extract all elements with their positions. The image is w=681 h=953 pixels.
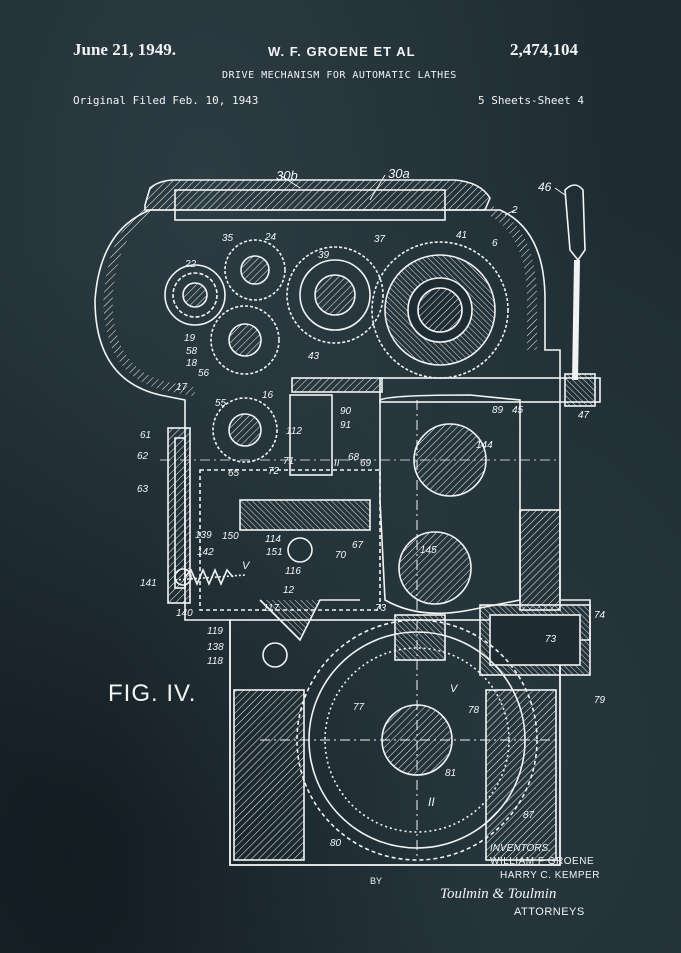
label-22: 22	[185, 259, 197, 270]
gear-55	[212, 397, 278, 463]
inventor-1: WILLIAM F GROENE	[490, 856, 595, 867]
label-138: 138	[207, 642, 224, 653]
label-90: 90	[340, 406, 352, 417]
worm-wheel	[296, 619, 538, 861]
label-56: 56	[198, 368, 210, 379]
housing-outline	[94, 209, 591, 866]
label-140: 140	[176, 608, 193, 619]
label-68: 68	[348, 452, 360, 463]
label-139: 139	[195, 530, 212, 541]
label-151: 151	[266, 547, 283, 558]
label-30a: 30a	[388, 166, 410, 181]
label-72: 72	[268, 466, 280, 477]
label-89: 89	[492, 405, 504, 416]
label-145: 145	[420, 545, 437, 556]
patent-date: June 21, 1949.	[73, 40, 176, 59]
label-73-center: 73	[375, 603, 387, 614]
label-144: 144	[476, 440, 493, 451]
label-141: 141	[140, 578, 157, 589]
label-78: 78	[468, 705, 480, 716]
patent-title: DRIVE MECHANISM FOR AUTOMATIC LATHES	[222, 70, 457, 81]
spring-141	[184, 567, 234, 587]
label-58: 58	[186, 346, 198, 357]
label-79: 79	[594, 695, 606, 706]
sheet-number: 5 Sheets-Sheet 4	[478, 94, 584, 107]
label-65: 65	[228, 468, 240, 479]
label-73-right: 73	[545, 634, 557, 645]
label-118: 118	[207, 656, 223, 667]
filed-date: Original Filed Feb. 10, 1943	[73, 94, 259, 107]
gear-19	[210, 305, 280, 375]
top-cover	[144, 179, 491, 211]
label-116: 116	[285, 566, 301, 577]
label-2: 2	[512, 205, 518, 216]
label-17: 17	[176, 382, 188, 393]
label-62: 62	[137, 451, 149, 462]
label-12: 12	[283, 585, 295, 596]
label-39: 39	[318, 250, 330, 261]
gear-35	[224, 239, 286, 301]
label-30b: 30b	[276, 168, 298, 183]
label-16: 16	[262, 390, 274, 401]
label-69: 69	[360, 458, 372, 469]
bearing-22	[164, 264, 226, 326]
label-V-bottom: V	[450, 683, 458, 695]
gear-37	[286, 246, 384, 344]
worm-gear	[394, 614, 446, 661]
label-37: 37	[374, 234, 386, 245]
label-74: 74	[594, 610, 606, 621]
label-91: 91	[340, 420, 352, 431]
label-47: 47	[578, 410, 590, 421]
shaft-145	[398, 531, 472, 605]
label-71: 71	[283, 456, 295, 467]
inventors-heading: INVENTORS.	[490, 843, 551, 854]
label-112: 112	[286, 426, 302, 437]
label-18: 18	[186, 358, 198, 369]
attorneys-label: ATTORNEYS	[514, 906, 585, 918]
label-45: 45	[512, 405, 524, 416]
label-61-left: 61	[140, 430, 152, 441]
by-label: BY	[370, 876, 383, 886]
inventor-2: HARRY C. KEMPER	[500, 870, 600, 881]
label-67: 67	[352, 540, 364, 551]
label-55: 55	[215, 398, 227, 409]
label-43: 43	[308, 351, 320, 362]
label-6: 6	[492, 238, 498, 249]
figure-label: FIG. IV.	[108, 680, 197, 707]
label-19: 19	[184, 333, 196, 344]
label-77: 77	[353, 702, 365, 713]
label-150: 150	[222, 531, 239, 542]
label-119: 119	[207, 626, 223, 637]
patent-number: 2,474,104	[510, 40, 578, 59]
label-II-top: II	[334, 458, 340, 469]
attorney-signature: Toulmin & Toulmin	[440, 886, 557, 902]
label-35: 35	[222, 233, 234, 244]
crank-handle	[564, 184, 586, 262]
label-87: 87	[523, 810, 535, 821]
label-46: 46	[538, 180, 552, 194]
label-81: 81	[445, 768, 457, 779]
label-142: 142	[197, 547, 214, 558]
label-114: 114	[265, 534, 281, 545]
label-41: 41	[456, 230, 468, 241]
label-24: 24	[265, 232, 277, 243]
inventor-names: W. F. GROENE ET AL	[268, 44, 416, 59]
label-II-bottom: II	[428, 795, 435, 809]
label-117: 117	[263, 603, 279, 614]
label-70: 70	[335, 550, 347, 561]
label-63: 63	[137, 484, 149, 495]
label-80: 80	[330, 838, 342, 849]
label-V-top: V	[242, 560, 250, 572]
